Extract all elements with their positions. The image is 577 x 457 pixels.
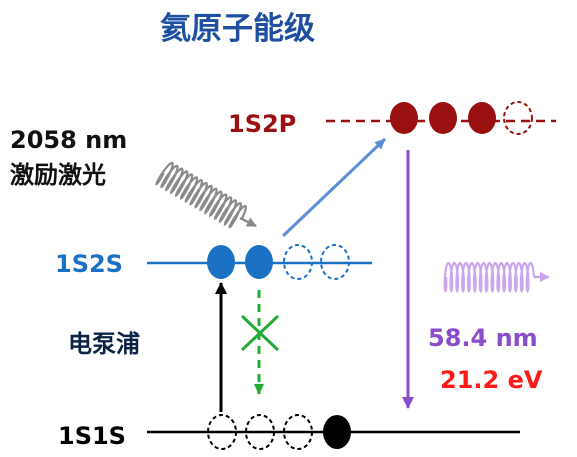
excitation-wavelength-label: 2058 nm [10,126,128,154]
electron-empty [245,414,275,450]
electron-filled [323,415,351,449]
emission-wavelength-label: 58.4 nm [428,324,538,352]
electrons-1s1s [207,414,351,450]
electron-filled [207,245,235,279]
level-label-1s2p: 1S2P [228,110,297,138]
excitation-laser-label: 激励激光 [10,161,106,189]
electron-empty [320,244,350,280]
electron-filled [429,102,457,134]
excitation-transition-arrow [281,137,387,238]
diagram-title: 氦原子能级 [160,11,315,47]
emitted-photon-wave-icon [443,261,550,294]
electron-empty [283,414,313,450]
electron-filled [390,102,418,134]
emission-energy-label: 21.2 eV [440,366,543,394]
electron-empty [503,101,533,135]
excitation-laser-wave-icon [155,161,257,229]
electron-filled [245,245,273,279]
electron-filled [468,102,496,134]
electrons-1s2s [207,244,350,280]
pump-label: 电泵浦 [68,330,140,358]
electrons-1s2p [390,101,533,135]
electron-empty [207,414,237,450]
level-label-1s2s: 1S2S [55,250,123,278]
forbidden-cross-icon [240,314,280,352]
level-label-1s1s: 1S1S [58,422,126,450]
electron-empty [283,244,313,280]
